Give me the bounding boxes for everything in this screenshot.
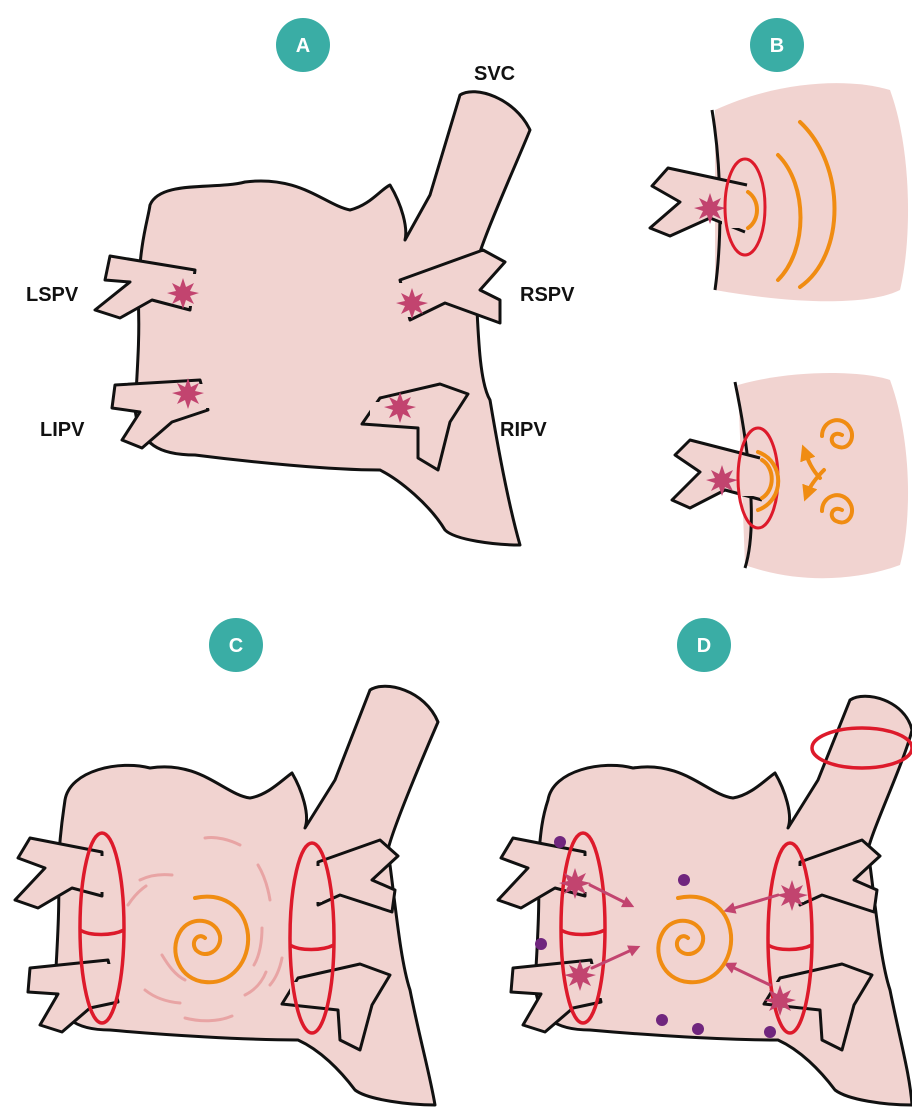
label-ripv: RIPV xyxy=(500,419,547,441)
panel-a: A SVC LSPV RSPV LIPV RIPV xyxy=(26,18,575,545)
ganglionated-plexus-dot-icon xyxy=(535,938,547,950)
panel-d: D xyxy=(498,618,912,1105)
label-rspv: RSPV xyxy=(520,284,575,306)
panel-b: B xyxy=(650,18,908,578)
left-atrium xyxy=(15,686,438,1105)
ganglionated-plexus-dot-icon xyxy=(678,874,690,886)
label-lipv: LIPV xyxy=(40,419,85,441)
ganglionated-plexus-dot-icon xyxy=(764,1026,776,1038)
panel-b-badge-label: B xyxy=(770,35,784,57)
ganglionated-plexus-dot-icon xyxy=(554,836,566,848)
label-svc: SVC xyxy=(474,63,515,85)
panel-a-badge-label: A xyxy=(296,35,310,57)
panel-d-badge-label: D xyxy=(697,635,711,657)
panel-c-badge-label: C xyxy=(229,635,243,657)
inset-rotor-maintenance xyxy=(672,373,908,578)
label-lspv: LSPV xyxy=(26,284,79,306)
ganglionated-plexus-dot-icon xyxy=(692,1023,704,1035)
atrium-body xyxy=(135,92,530,545)
left-atrium xyxy=(95,92,530,545)
inset-focal-trigger xyxy=(650,83,908,301)
panel-c: C xyxy=(15,618,438,1105)
ganglionated-plexus-dot-icon xyxy=(656,1014,668,1026)
